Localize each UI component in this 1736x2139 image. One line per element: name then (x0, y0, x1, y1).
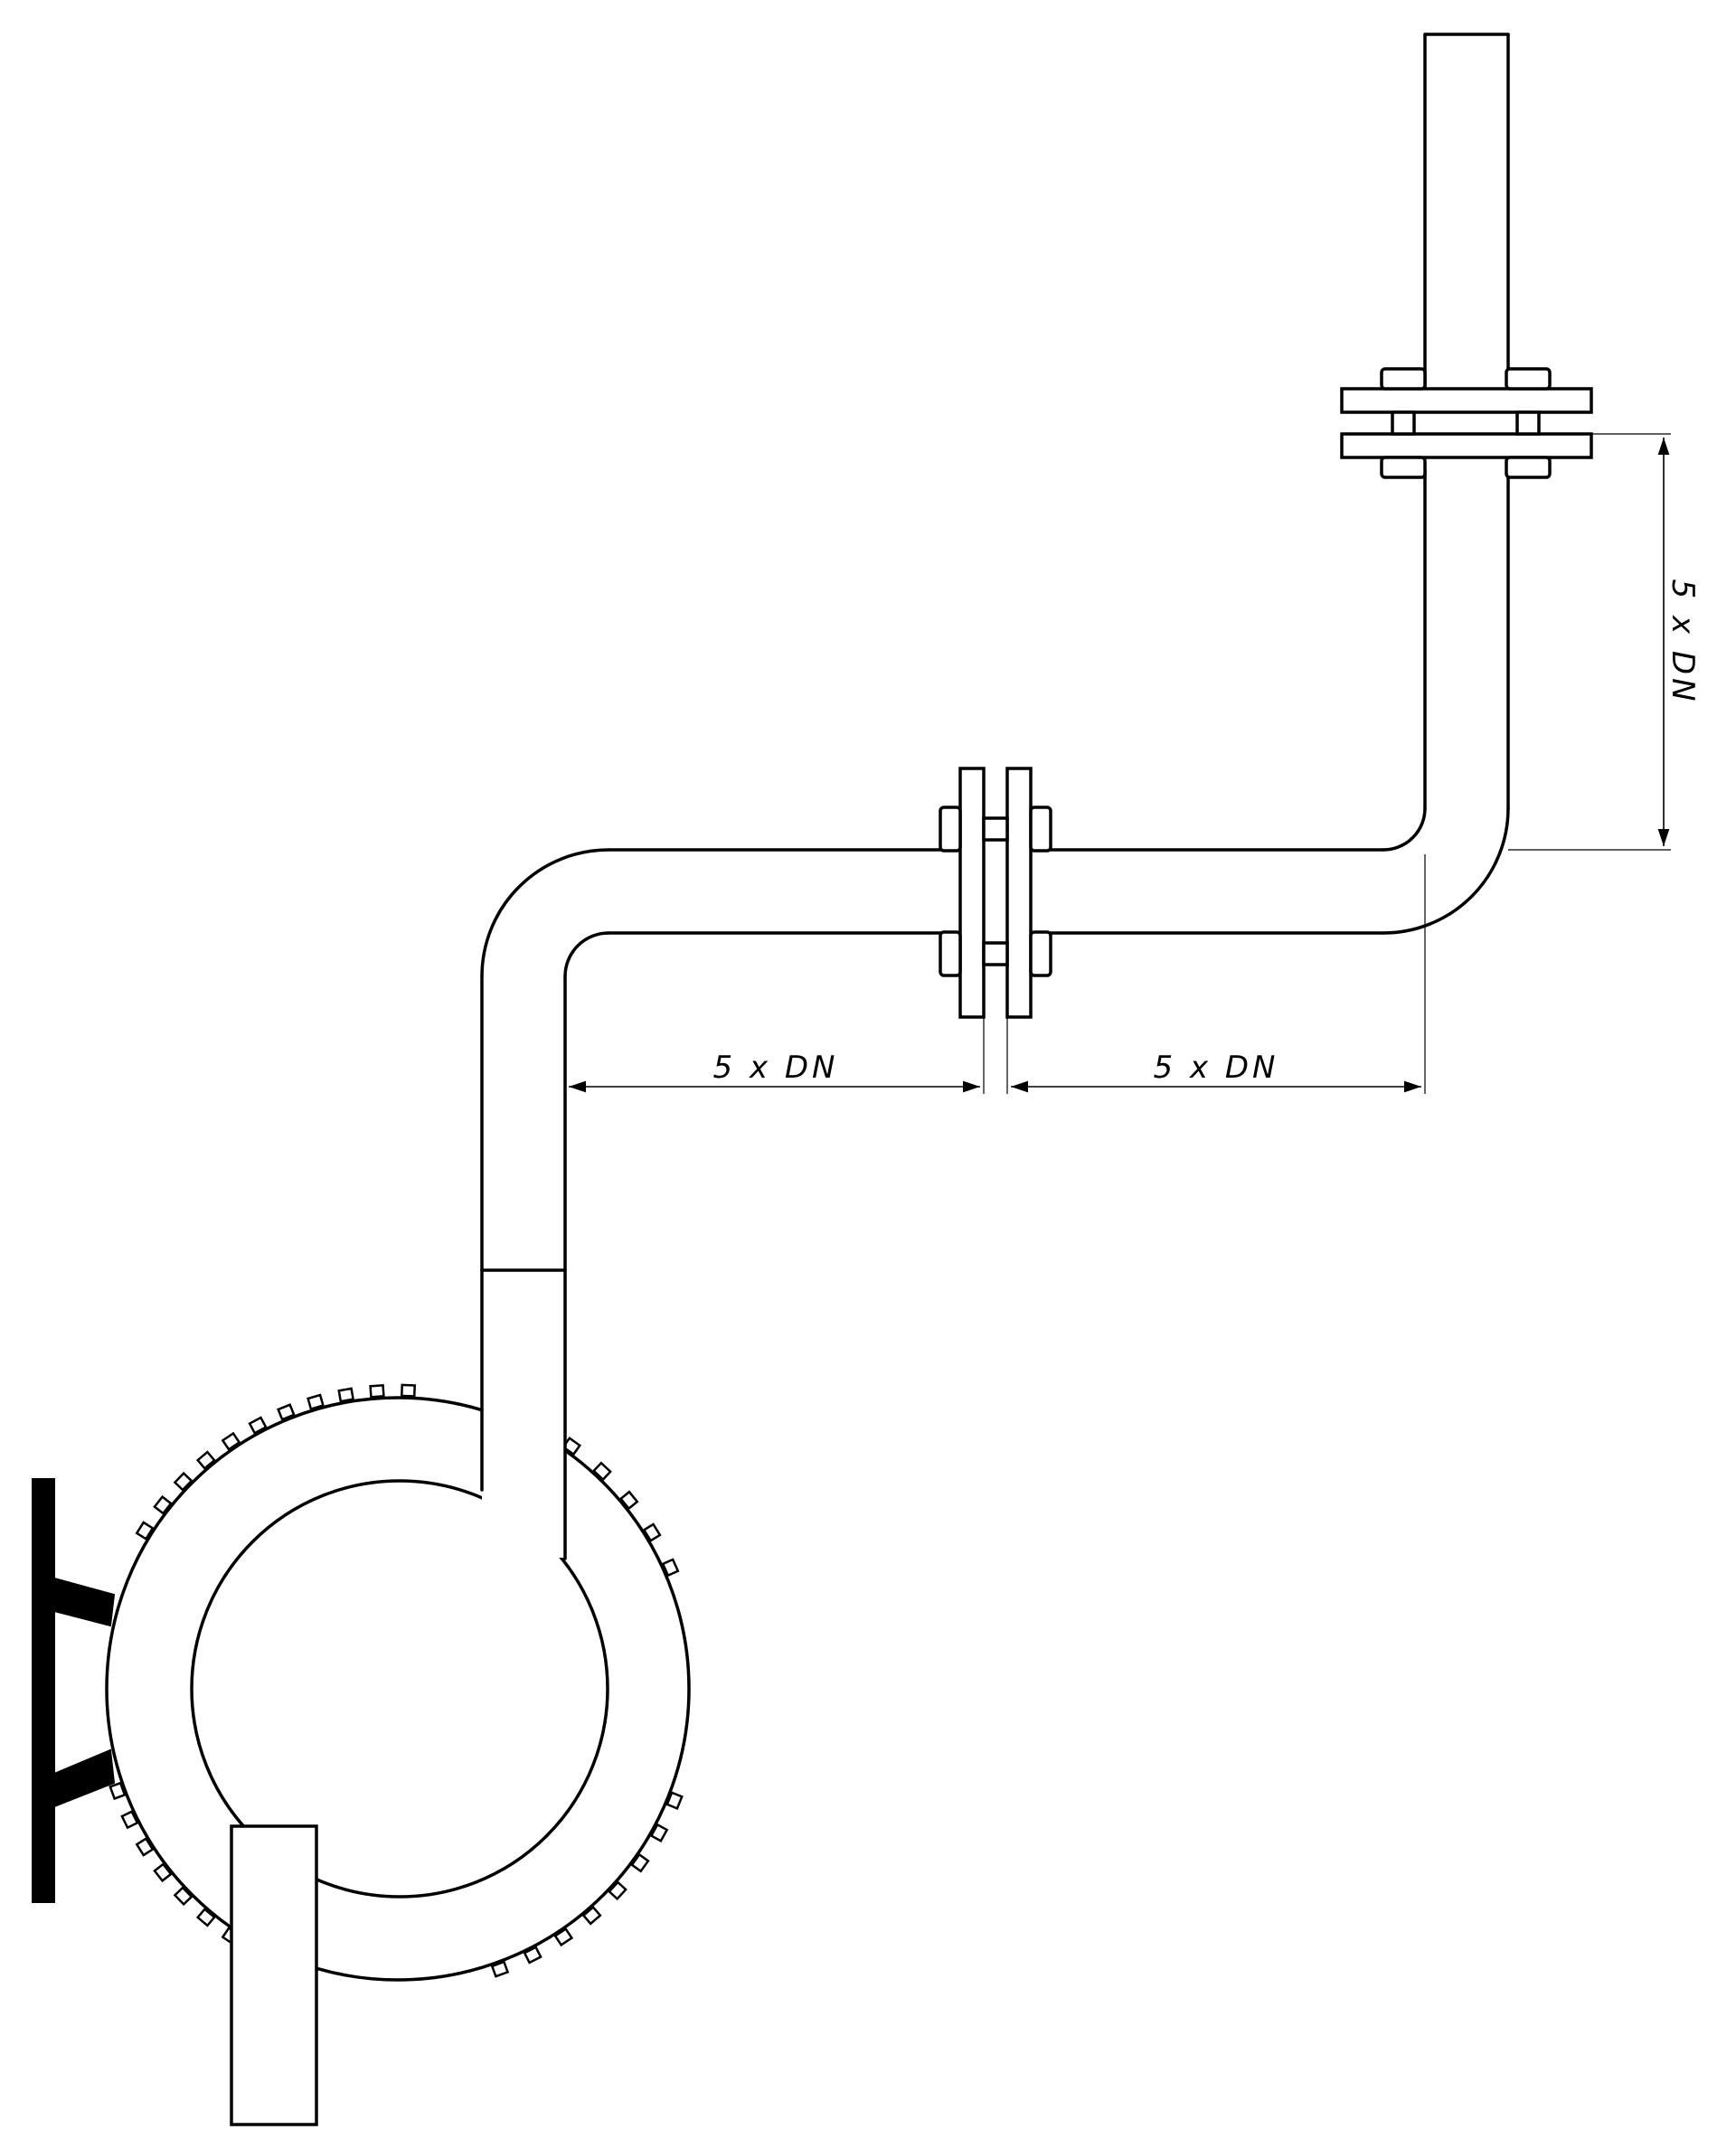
heating-tab (153, 1494, 173, 1515)
heating-tab (135, 1521, 155, 1541)
vessel-riser-pipe (480, 1268, 567, 1560)
heating-tab (173, 1471, 193, 1492)
heating-tab (523, 1946, 542, 1965)
heating-tab (630, 1852, 650, 1873)
dimension-label-right: 5 x DN (1154, 1050, 1279, 1086)
heating-tab (591, 1461, 612, 1482)
heating-tab (277, 1403, 296, 1421)
pipe-run (480, 33, 1510, 1272)
vertical-flange-pair (1340, 367, 1593, 479)
heating-tab (581, 1905, 602, 1926)
wall-mount-bracket (32, 1478, 116, 1903)
heating-tab (608, 1880, 627, 1901)
heating-tab (307, 1393, 325, 1411)
heating-tab (173, 1886, 193, 1907)
bottom-outlet-pipe (230, 1824, 318, 2126)
heating-tab (153, 1862, 173, 1883)
horizontal-flange-pair (939, 767, 1052, 1019)
heating-tab (553, 1927, 574, 1947)
heating-tab (248, 1416, 268, 1435)
heating-tab (221, 1431, 241, 1452)
heating-tab (108, 1781, 127, 1801)
heating-tab (135, 1837, 155, 1857)
heating-tab (120, 1810, 139, 1830)
inner-vessel (190, 1479, 609, 1899)
heating-tab (665, 1791, 684, 1810)
heating-tab (642, 1522, 662, 1542)
heating-tab (369, 1383, 385, 1399)
heating-tab (661, 1558, 680, 1578)
dimension-label-left: 5 x DN (713, 1050, 839, 1086)
heating-tab (337, 1387, 355, 1403)
heating-tab (618, 1490, 639, 1511)
heating-tab (649, 1823, 669, 1843)
heating-tab (195, 1907, 216, 1927)
dimension-label-vertical: 5 x DN (1665, 580, 1701, 705)
heating-tab (195, 1450, 216, 1471)
heating-tab (401, 1383, 416, 1398)
heating-tab (490, 1960, 510, 1978)
dimension-lines (564, 433, 1671, 1094)
